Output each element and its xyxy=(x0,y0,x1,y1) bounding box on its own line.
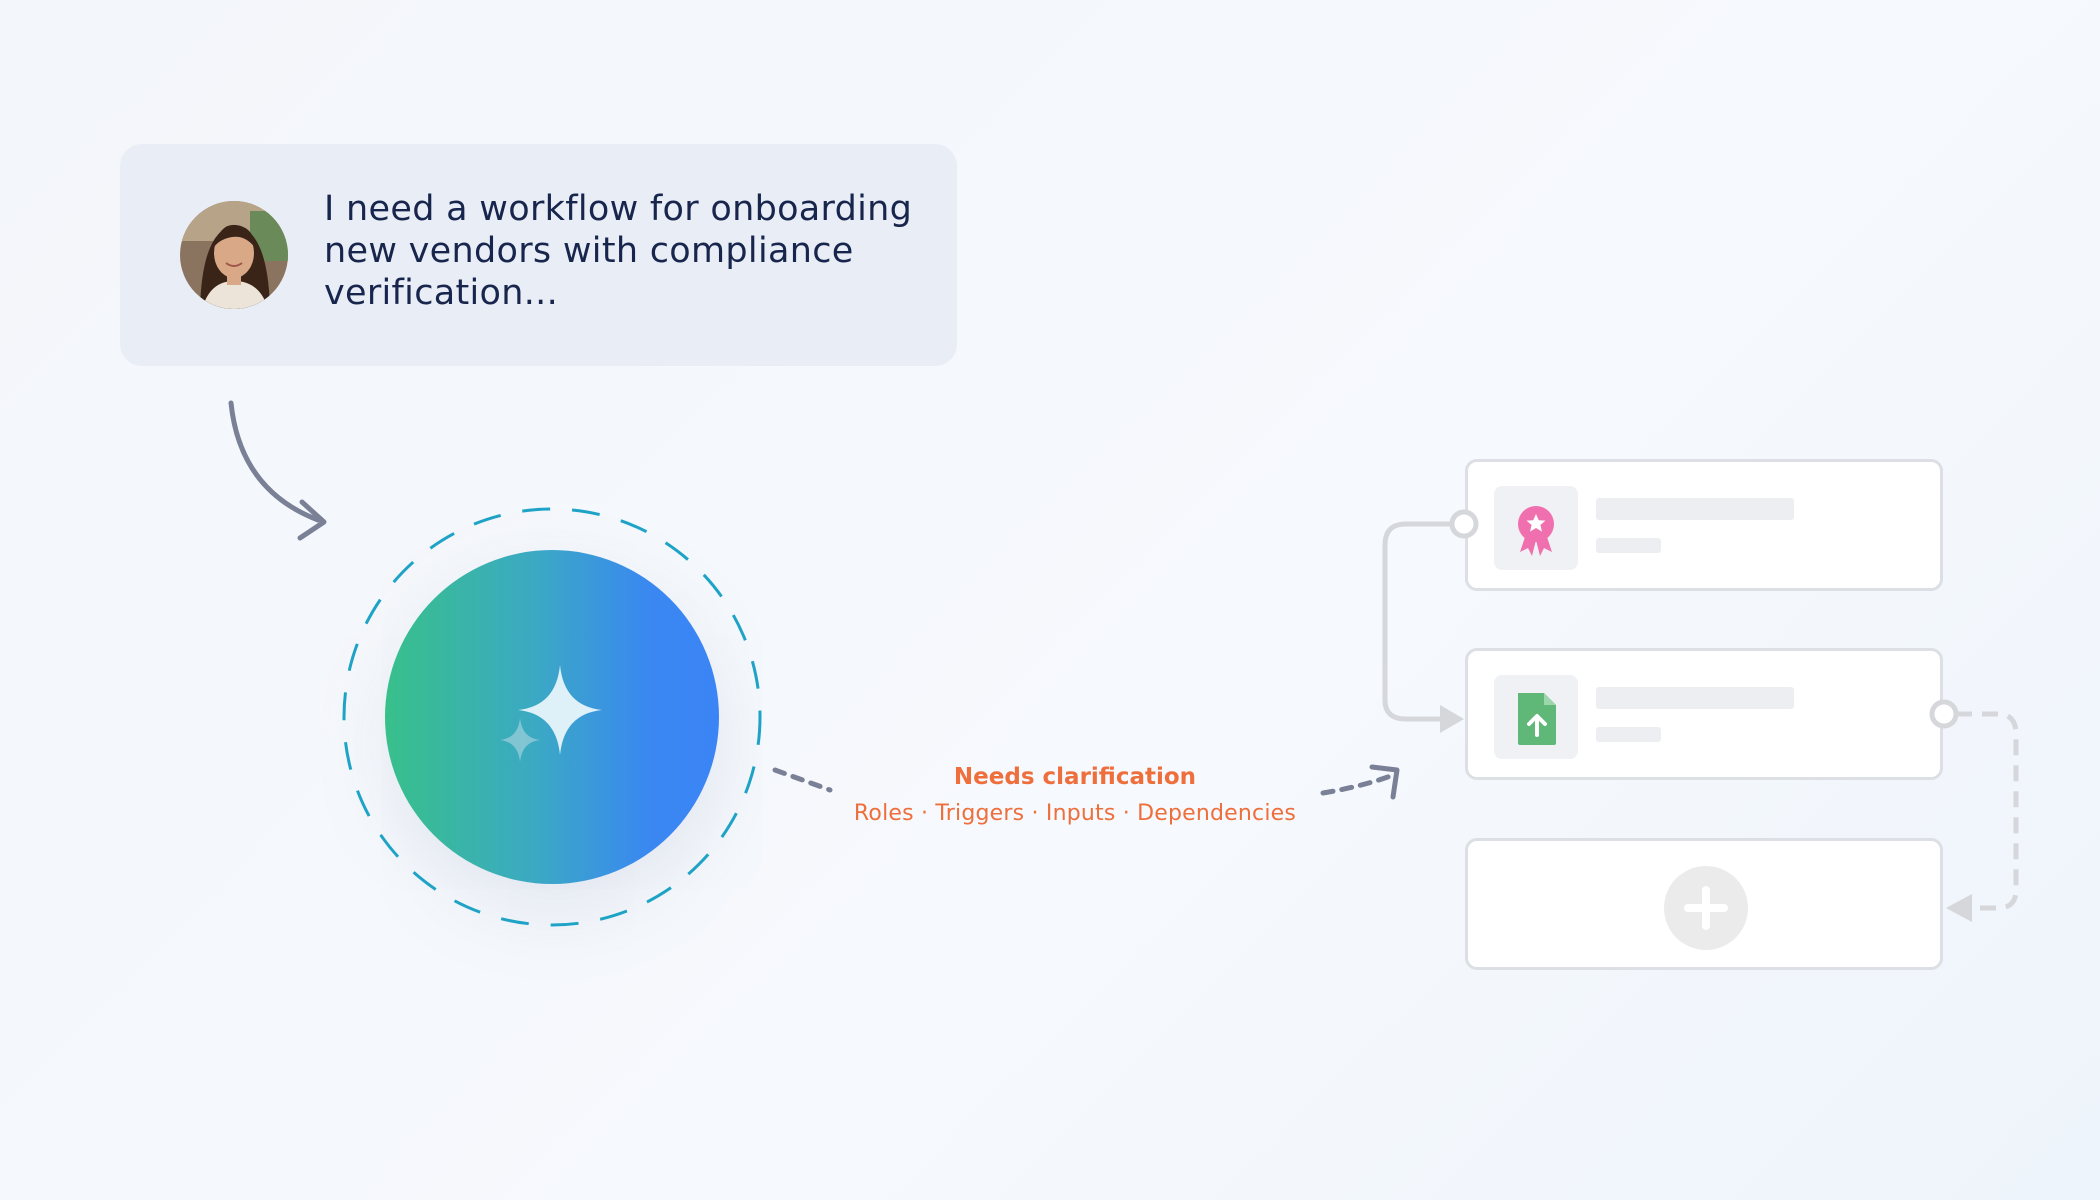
connector-card1-card2 xyxy=(1382,509,1479,733)
dotted-arrow-icon xyxy=(1320,764,1400,800)
curved-arrow-icon xyxy=(228,400,327,541)
dotted-line-left xyxy=(772,767,833,793)
placeholder-subtitle-line xyxy=(1596,538,1661,553)
user-avatar xyxy=(180,201,288,309)
file-upload-icon xyxy=(1518,693,1556,745)
plus-icon xyxy=(1684,886,1728,930)
card-icon-tile xyxy=(1494,675,1578,759)
award-ribbon-icon xyxy=(1518,506,1554,556)
card-icon-tile xyxy=(1494,486,1578,570)
sparkle-icon xyxy=(500,665,602,762)
workflow-card-compliance[interactable] xyxy=(1465,459,1943,591)
clarification-items: Roles · Triggers · Inputs · Dependencies xyxy=(853,801,1297,826)
connector-card2-card3 xyxy=(1929,699,2019,922)
placeholder-subtitle-line xyxy=(1596,727,1661,742)
dashed-ring xyxy=(342,507,762,927)
placeholder-title-line xyxy=(1596,687,1794,709)
placeholder-title-line xyxy=(1596,498,1794,520)
workflow-card-upload[interactable] xyxy=(1465,648,1943,780)
workflow-card-add[interactable] xyxy=(1465,838,1943,970)
prompt-text: I need a workflow for onboarding new ven… xyxy=(324,189,913,313)
clarification-title: Needs clarification xyxy=(953,764,1197,790)
add-step-button[interactable] xyxy=(1664,866,1748,950)
